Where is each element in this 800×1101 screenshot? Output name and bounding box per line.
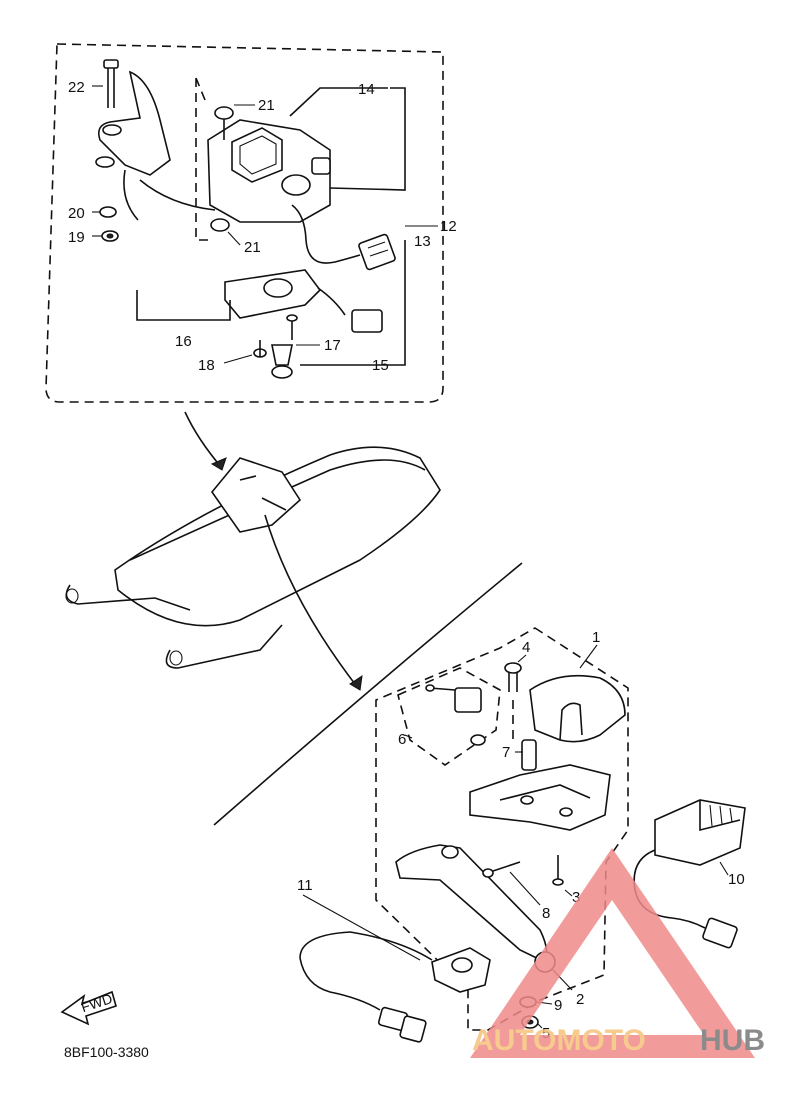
leader-21b bbox=[227, 231, 241, 246]
knob-cover bbox=[529, 674, 626, 743]
callout-2: 2 bbox=[576, 991, 584, 1008]
callout-16: 16 bbox=[175, 333, 192, 350]
group-line-16 bbox=[136, 290, 231, 321]
bolt-22 bbox=[103, 59, 119, 108]
snowmobile-outline bbox=[65, 446, 441, 669]
leader-3 bbox=[564, 889, 573, 897]
leader-10 bbox=[719, 861, 729, 876]
callout-9: 9 bbox=[554, 997, 562, 1014]
callout-3: 3 bbox=[572, 889, 580, 906]
mounting-bracket bbox=[95, 70, 216, 221]
callout-21-bottom: 21 bbox=[244, 239, 261, 256]
spacer-7 bbox=[521, 739, 537, 771]
sensor-wire-11 bbox=[299, 931, 433, 1011]
bolt-4 bbox=[504, 662, 522, 692]
forward-arrow: FWD bbox=[60, 990, 117, 1026]
screw-21-bottom bbox=[210, 218, 230, 232]
switch-wire bbox=[291, 204, 361, 264]
screw-17 bbox=[286, 314, 298, 340]
watermark: AUTOMOTO HUB bbox=[470, 848, 765, 1058]
callout-8: 8 bbox=[542, 905, 550, 922]
group-line-12 bbox=[300, 240, 406, 366]
callout-17: 17 bbox=[324, 337, 341, 354]
callout-5: 5 bbox=[542, 1025, 550, 1042]
connector-10 bbox=[702, 917, 738, 949]
knob-15 bbox=[271, 344, 293, 379]
leader-18 bbox=[223, 354, 253, 364]
group-line-14 bbox=[289, 87, 388, 117]
leader-4 bbox=[517, 654, 527, 663]
callout-6: 6 bbox=[398, 731, 406, 748]
arrow-to-top-detail bbox=[184, 411, 223, 469]
screw-3 bbox=[552, 855, 564, 886]
detail-box-outline bbox=[45, 43, 444, 403]
screw-group-bracket bbox=[195, 77, 212, 241]
arrow-head-lower bbox=[349, 674, 363, 691]
callout-7: 7 bbox=[502, 744, 510, 761]
callout-20: 20 bbox=[68, 205, 85, 222]
callout-21-top: 21 bbox=[258, 97, 275, 114]
leader-6 bbox=[404, 734, 413, 739]
watermark-text-part2: HUB bbox=[700, 1024, 765, 1057]
callout-13: 13 bbox=[414, 233, 431, 250]
screw-8 bbox=[482, 861, 521, 878]
screw-6a bbox=[425, 684, 456, 692]
clip-6 bbox=[470, 734, 486, 746]
throttle-mount bbox=[469, 764, 611, 831]
switch-housing-14 bbox=[207, 119, 331, 223]
callout-14: 14 bbox=[358, 81, 375, 98]
group-line-13 bbox=[329, 87, 406, 191]
leader-11 bbox=[302, 894, 421, 961]
leader-5 bbox=[537, 1023, 543, 1029]
callout-15: 15 bbox=[372, 357, 389, 374]
watermark-triangle bbox=[470, 848, 755, 1058]
throttle-sensor bbox=[431, 947, 491, 993]
callout-4: 4 bbox=[522, 639, 530, 656]
separator-line bbox=[213, 562, 523, 826]
callout-11: 11 bbox=[297, 877, 313, 894]
callout-10: 10 bbox=[728, 871, 745, 888]
screw-18 bbox=[253, 340, 267, 358]
module-10 bbox=[654, 799, 746, 866]
switch-base-16 bbox=[224, 269, 383, 333]
nut-19 bbox=[101, 230, 119, 242]
washer-20 bbox=[99, 206, 117, 218]
diagram-code: 8BF100-3380 bbox=[64, 1044, 149, 1060]
callout-12: 12 bbox=[440, 218, 457, 235]
screw-21-top bbox=[214, 106, 234, 140]
callout-19: 19 bbox=[68, 229, 85, 246]
callout-22: 22 bbox=[68, 79, 85, 96]
arrow-head-top bbox=[210, 457, 227, 471]
leader-8 bbox=[509, 871, 541, 906]
throttle-lever bbox=[395, 844, 548, 964]
connector-11 bbox=[377, 1006, 427, 1043]
leader-1 bbox=[579, 644, 598, 669]
group-box-6 bbox=[397, 667, 501, 766]
connector-housing bbox=[358, 233, 396, 271]
watermark-text-part1: AUTOMOTO bbox=[472, 1024, 646, 1057]
group-box-1 bbox=[375, 627, 629, 1031]
block-6 bbox=[454, 687, 482, 713]
arrow-to-lower-detail bbox=[264, 514, 359, 689]
callout-1: 1 bbox=[592, 629, 600, 646]
callout-18: 18 bbox=[198, 357, 215, 374]
